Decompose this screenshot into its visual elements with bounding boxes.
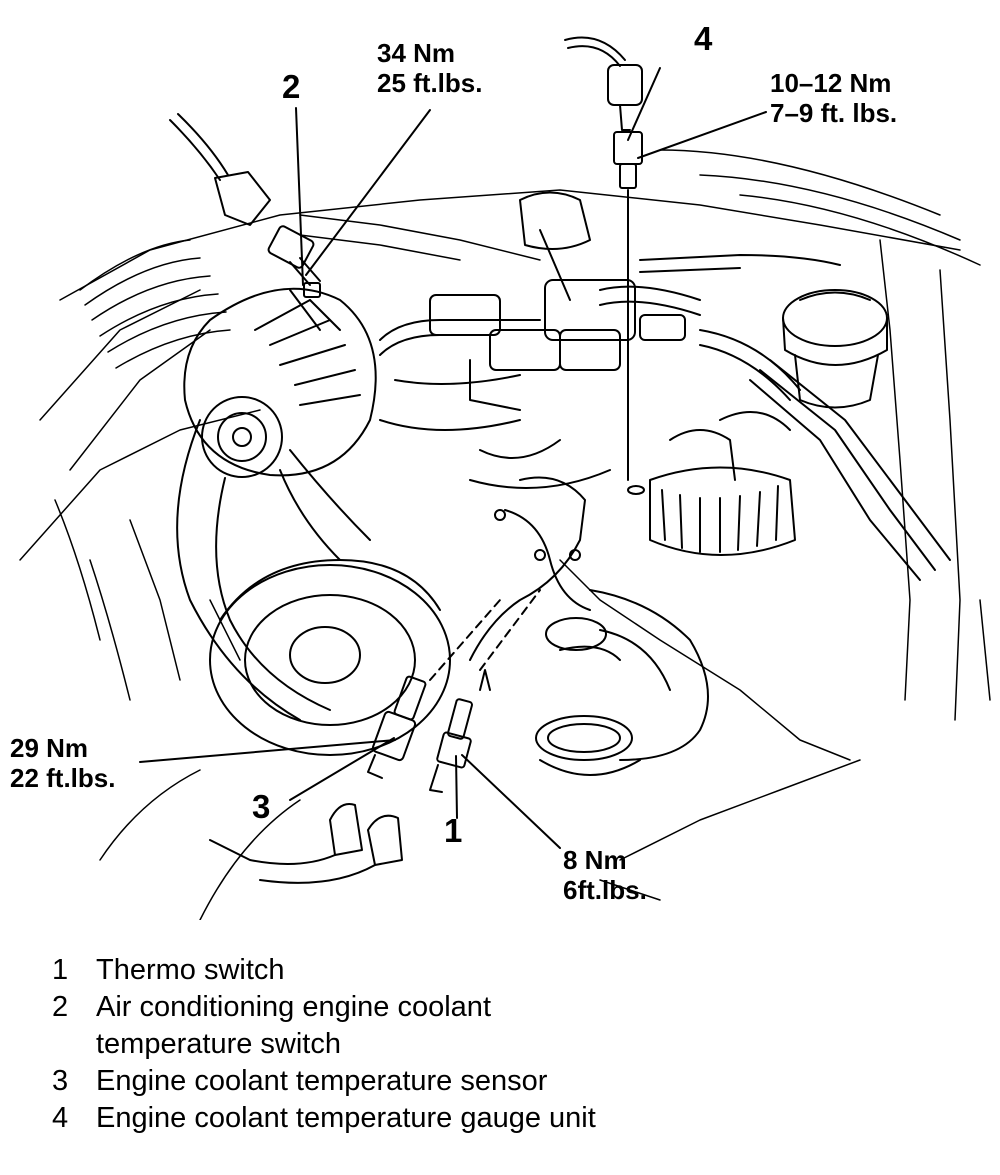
thermo-switch [429, 669, 491, 793]
solenoid-valves [429, 191, 686, 411]
leader-line-4 [627, 67, 661, 141]
legend-number: 2 [52, 991, 69, 1023]
engine-bay-drawing [19, 36, 991, 920]
coolant-hose [469, 476, 709, 776]
leader-line-4-torque [637, 111, 767, 159]
legend-item: 3 Engine coolant temperature sensor [52, 1063, 616, 1100]
crank-pulley [209, 559, 451, 756]
leader-line-3-torque [139, 739, 396, 763]
legend-number: 1 [52, 954, 69, 986]
vacuum-hoses [379, 254, 841, 489]
torque-spec-2-metric: 34 Nm [377, 38, 456, 68]
ect-sensor [209, 675, 427, 884]
engine-block-outline [19, 149, 991, 920]
torque-spec-2: 34 Nm 25 ft.lbs. [377, 38, 482, 98]
legend-item: 2 Air conditioning engine coolant temper… [52, 989, 616, 1063]
leader-line-1-torque [461, 754, 561, 849]
callout-3: 3 [252, 788, 271, 825]
leader-line-ect-guide [429, 599, 501, 681]
torque-spec-3-metric: 29 Nm [10, 733, 89, 763]
leader-line-3 [289, 737, 395, 801]
torque-spec-1: 8 Nm 6ft.lbs. [563, 845, 647, 905]
radiator-cap [782, 289, 888, 409]
callout-1: 1 [444, 812, 463, 849]
leader-line-2 [295, 107, 304, 286]
callout-4: 4 [694, 20, 713, 57]
legend-text: Air conditioning engine coolant temperat… [96, 991, 491, 1060]
leader-lines [139, 67, 767, 849]
torque-spec-3: 29 Nm 22 ft.lbs. [10, 733, 115, 793]
coolant-gauge-unit [564, 36, 645, 495]
legend-item: 1 Thermo switch [52, 952, 616, 989]
leader-line-2-torque [305, 109, 431, 276]
parts-legend: 1 Thermo switch 2 Air conditioning engin… [52, 952, 616, 1137]
legend-number: 3 [52, 1065, 69, 1097]
legend-text: Thermo switch [96, 954, 285, 986]
torque-spec-2-imperial: 25 ft.lbs. [377, 68, 483, 98]
legend-item: 4 Engine coolant temperature gauge unit [52, 1100, 616, 1137]
ac-coolant-temperature-switch [169, 113, 321, 298]
legend-text: Engine coolant temperature sensor [96, 1065, 548, 1097]
drive-belt [176, 419, 371, 721]
alternator [183, 287, 377, 478]
callout-2: 2 [282, 68, 301, 105]
legend-text: Engine coolant temperature gauge unit [96, 1102, 596, 1134]
torque-spec-4: 10–12 Nm 7–9 ft. lbs. [770, 68, 897, 128]
torque-spec-3-imperial: 22 ft.lbs. [10, 763, 116, 793]
leader-line-1 [455, 755, 458, 819]
torque-spec-4-metric: 10–12 Nm [770, 68, 892, 98]
torque-spec-1-imperial: 6ft.lbs. [563, 875, 647, 905]
leader-line-thermo-guide [479, 589, 541, 671]
distributor [649, 359, 951, 581]
torque-spec-4-imperial: 7–9 ft. lbs. [770, 98, 898, 128]
timing-belt-cover [79, 214, 541, 369]
torque-spec-1-metric: 8 Nm [563, 845, 627, 875]
legend-number: 4 [52, 1102, 69, 1134]
